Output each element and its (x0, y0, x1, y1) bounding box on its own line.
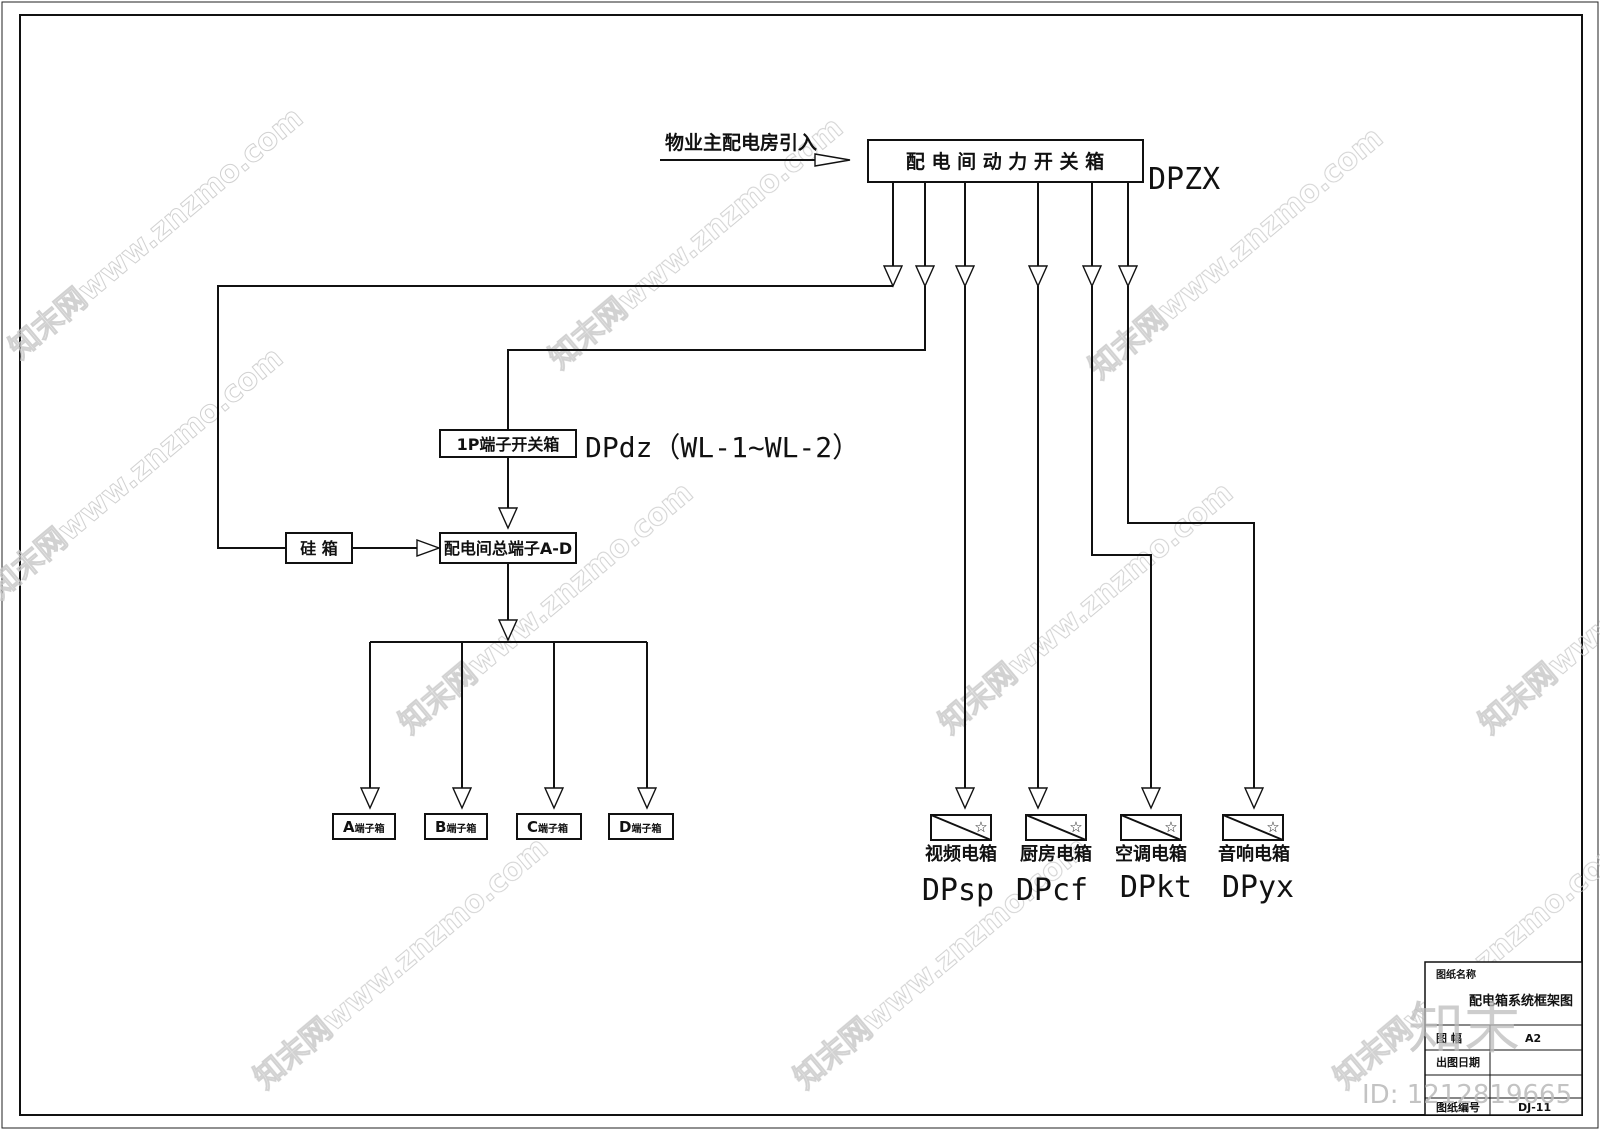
silicon-box-label: 硅 箱 (300, 539, 338, 558)
silicon-to-terminal-arrow (416, 539, 442, 557)
source-arrow (814, 153, 851, 167)
panel-audio: ☆ 音响电箱 DPyx (1218, 814, 1294, 905)
panel-label: 音响电箱 (1218, 843, 1290, 865)
panel-branch-aircon (1082, 182, 1161, 809)
title-block-drawing-no-label: 图纸编号 (1436, 1100, 1480, 1114)
watermark-text: 知末网www.znzmo.com (0, 340, 290, 606)
brand-watermark: 知末 (1408, 997, 1520, 1062)
title-block-name: 配电箱系统框架图 (1469, 993, 1573, 1009)
panel-kitchen: ☆ 厨房电箱 DPcf (1016, 814, 1092, 908)
main-panel-label: 配 电 间 动 力 开 关 箱 (906, 150, 1104, 173)
panel-code: DPsp (922, 873, 994, 908)
svg-text:D端子箱: D端子箱 (619, 818, 661, 836)
star-icon: ☆ (974, 818, 987, 836)
title-block: 图纸名称 配电箱系统框架图 图 幅 A2 出图日期 图纸编号 DJ-11 (1424, 961, 1583, 1116)
terminal-box-c: C端子箱 (516, 813, 582, 840)
svg-text:C端子箱: C端子箱 (527, 818, 568, 836)
title-block-drawing-no: DJ-11 (1518, 1101, 1551, 1114)
panel-video: ☆ 视频电箱 DPsp (922, 814, 997, 908)
terminal-box-label: 端子箱 (446, 822, 476, 835)
terminal-box-a: A端子箱 (332, 813, 396, 840)
main-panel-box (867, 139, 1144, 183)
panel-code: DPcf (1016, 873, 1088, 908)
watermark-text: 知末网www.znzmo.com (3, 100, 310, 366)
panel-branch-audio (1118, 182, 1264, 809)
star-icon: ☆ (1266, 818, 1279, 836)
drawing-frame (19, 14, 1583, 1116)
panel-label: 视频电箱 (925, 843, 997, 865)
title-block-scale-label: 图 幅 (1436, 1031, 1462, 1045)
terminal-box-label: 端子箱 (631, 822, 661, 835)
terminal-switch-label: 1P端子开关箱 (457, 435, 560, 454)
branch-silicon-route (217, 285, 893, 549)
terminal-box-label: 端子箱 (538, 822, 568, 835)
terminal-box-label: 端子箱 (355, 822, 385, 835)
main-panel-code: DPZX (1148, 162, 1220, 197)
branch-terminal-route (507, 286, 926, 430)
watermark-text: 知末网www.znzmo.com (393, 475, 700, 741)
svg-text:A端子箱: A端子箱 (343, 818, 385, 836)
terminal-box-letter: B (435, 818, 446, 836)
panel-label: 厨房电箱 (1020, 843, 1092, 865)
star-icon: ☆ (1164, 818, 1177, 836)
panel-code: DPyx (1222, 870, 1294, 905)
watermark-text: 知末网www.znzmo.com (788, 830, 1095, 1096)
down-arrow (637, 787, 657, 809)
title-block-date-label: 出图日期 (1436, 1055, 1480, 1069)
panel-code: DPkt (1120, 870, 1192, 905)
watermark-text: 知末网www.znzmo.com (1473, 475, 1600, 741)
down-arrow (452, 787, 472, 809)
branch-arrow (915, 265, 935, 287)
down-arrow (544, 787, 564, 809)
main-terminal-label: 配电间总端子A-D (444, 539, 572, 558)
id-watermark: ID: 1212819665 (1362, 1080, 1572, 1110)
watermark-layer: 知末网www.znzmo.com 知末网www.znzmo.com 知末网www… (0, 100, 1600, 1097)
terminal-box-letter: D (619, 818, 631, 836)
panel-branch-video (955, 182, 975, 809)
panel-aircon: ☆ 空调电箱 DPkt (1115, 814, 1192, 905)
title-block-scale-value: A2 (1525, 1032, 1541, 1045)
svg-text:B端子箱: B端子箱 (435, 818, 476, 836)
terminal-box-letter: C (527, 818, 538, 836)
terminal-box-letter: A (343, 818, 355, 836)
star-icon: ☆ (1069, 818, 1082, 836)
branch-arrow (883, 265, 903, 287)
terminal-switch-code: DPdz（WL-1~WL-2） (585, 431, 860, 464)
down-arrow (498, 507, 518, 529)
watermark-text: 知末网www.znzmo.com (248, 830, 555, 1096)
panel-label: 空调电箱 (1115, 843, 1187, 865)
title-block-name-label: 图纸名称 (1436, 968, 1476, 981)
panel-branch-kitchen (1028, 182, 1048, 809)
watermark-text: 知末网www.znzmo.com (933, 475, 1240, 741)
terminal-box-d: D端子箱 (608, 813, 674, 840)
down-arrow (360, 787, 380, 809)
terminal-box-b: B端子箱 (424, 813, 488, 840)
source-label: 物业主配电房引入 (665, 131, 817, 154)
